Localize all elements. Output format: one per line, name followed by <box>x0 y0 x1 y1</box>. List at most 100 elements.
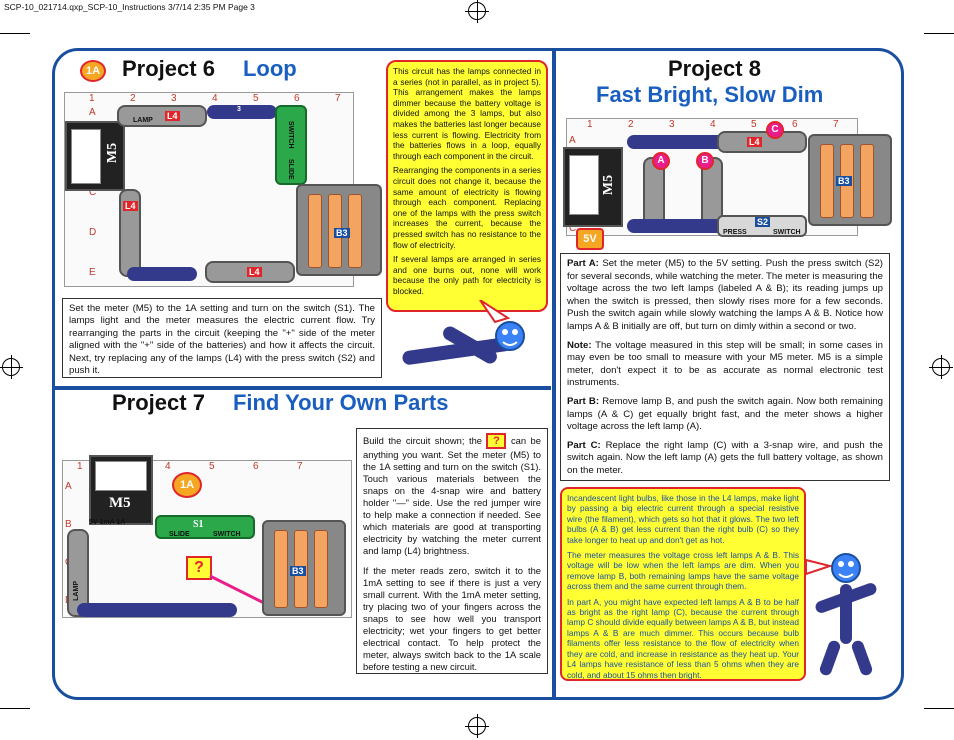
grid-column-label: 2 <box>628 119 634 130</box>
p7-name: Find Your Own Parts <box>232 390 449 415</box>
crop-mark <box>924 33 954 34</box>
battery-cell <box>860 144 874 218</box>
meter-face <box>569 155 599 215</box>
crop-mark <box>924 708 954 709</box>
meter-face <box>71 129 101 184</box>
p7-battery-holder: B3 <box>262 520 346 616</box>
p8-s2-label: S2 <box>755 217 771 227</box>
p6-battery-holder: B3 <box>296 184 382 276</box>
p6-meter: M5 <box>65 121 125 191</box>
grid-row-label: D <box>89 227 97 238</box>
grid-column-label: 1 <box>89 93 95 104</box>
grid-column-label: 3 <box>171 93 177 104</box>
p8-wire-bottom <box>627 219 727 233</box>
p8-wire-top <box>627 135 737 149</box>
grid-column-label: 5 <box>253 93 259 104</box>
p8-name: Fast Bright, Slow Dim <box>596 82 824 107</box>
grid-row-label: A <box>569 135 576 146</box>
p7-title: Project 7 Find Your Own Parts <box>112 390 448 416</box>
grid-row-label: C <box>89 187 97 198</box>
grid-column-label: 4 <box>165 461 171 472</box>
registration-mark-top <box>465 0 489 23</box>
p8-mascot <box>805 553 877 676</box>
grid-column-label: 1 <box>77 461 83 472</box>
p8-marker-b: B <box>696 152 714 170</box>
battery-cell <box>348 194 362 268</box>
p6-battery-label: B3 <box>334 228 350 238</box>
p7-lamp: LAMP <box>67 529 89 617</box>
grid-column-label: 7 <box>297 461 303 472</box>
registration-mark-left <box>0 355 23 379</box>
p6-lamp-label: L4 <box>165 111 180 121</box>
grid-column-label: 6 <box>792 119 798 130</box>
grid-column-label: 3 <box>669 119 675 130</box>
grid-column-label: 7 <box>335 93 341 104</box>
p6-slide-switch: SWITCH SLIDE <box>275 105 307 185</box>
p7-meter-scale: 5V 1mA 1A <box>89 519 126 526</box>
p7-battery-label: B3 <box>290 566 306 576</box>
p6-meter-label: M5 <box>105 142 121 164</box>
meter-face <box>95 461 147 491</box>
p8-battery-holder: B3 <box>808 134 892 226</box>
page-frame <box>52 48 904 700</box>
p7-question-part: ? <box>186 556 212 580</box>
p8-battery-label: B3 <box>836 176 852 186</box>
p6-number: Project 6 <box>122 56 215 81</box>
p6-instructions: Set the meter (M5) to the 1A setting and… <box>62 298 382 378</box>
battery-cell <box>274 530 288 608</box>
p6-callout: This circuit has the lamps connected in … <box>386 60 548 312</box>
p8-meter-label: M5 <box>601 174 617 196</box>
p7-instructions: Build the circuit shown; the ? can be an… <box>356 428 548 674</box>
battery-cell <box>308 194 322 268</box>
p6-lamp-left: L4 <box>119 189 141 277</box>
grid-column-label: 4 <box>212 93 218 104</box>
p6-wire-top: 3 <box>207 105 277 119</box>
battery-cell <box>820 144 834 218</box>
p8-meter: M5 <box>563 147 623 227</box>
p8-marker-c: C <box>766 121 784 139</box>
p6-mascot <box>402 300 525 365</box>
file-header: SCP-10_021714.qxp_SCP-10_Instructions 3/… <box>4 2 255 12</box>
p6-title: Project 6 Loop <box>122 56 297 82</box>
p6-name: Loop <box>242 56 297 81</box>
question-icon: ? <box>486 433 507 449</box>
registration-mark-right <box>929 355 953 379</box>
grid-column-label: 5 <box>751 119 757 130</box>
p6-lamp-top: L4 LAMP <box>117 105 207 127</box>
grid-row-label: E <box>89 267 96 278</box>
section-divider <box>54 386 551 390</box>
p8-instructions: Part A: Set the meter (M5) to the 5V set… <box>560 253 890 481</box>
p8-setting-badge: 5V <box>576 228 604 250</box>
p7-number: Project 7 <box>112 390 205 415</box>
p7-meter-label: M5 <box>109 495 131 511</box>
p8-marker-a: A <box>652 152 670 170</box>
grid-column-label: 5 <box>209 461 215 472</box>
grid-row-label: A <box>65 481 72 492</box>
grid-column-label: 1 <box>587 119 593 130</box>
p8-number: Project 8 <box>668 56 761 81</box>
p7-slide-switch: S1 SLIDE SWITCH <box>155 515 255 539</box>
grid-column-label: 7 <box>833 119 839 130</box>
grid-row-label: A <box>89 107 96 118</box>
crop-mark <box>0 708 30 709</box>
p8-lamp-c: L4 <box>717 131 807 153</box>
p6-setting-badge: 1A <box>80 60 106 82</box>
grid-column-label: 2 <box>130 93 136 104</box>
p8-press-switch: S2 PRESS SWITCH <box>717 215 807 237</box>
p7-meter: M5 <box>89 455 153 525</box>
p7-jumper-wire <box>209 574 271 608</box>
p7-setting-badge: 1A <box>172 472 202 498</box>
registration-mark-bottom <box>465 714 489 738</box>
crop-mark <box>0 33 30 34</box>
column-divider <box>552 50 556 697</box>
battery-cell <box>314 530 328 608</box>
grid-column-label: 6 <box>253 461 259 472</box>
grid-column-label: 6 <box>294 93 300 104</box>
p7-wire-4snap <box>77 603 237 617</box>
grid-row-label: B <box>65 519 72 530</box>
grid-row-label: C <box>569 223 577 234</box>
p6-lamp-bottom: L4 <box>205 261 295 283</box>
p6-wire-bottom <box>127 267 197 281</box>
grid-column-label: 4 <box>710 119 716 130</box>
p8-callout: Incandescent light bulbs, like those in … <box>560 487 806 681</box>
